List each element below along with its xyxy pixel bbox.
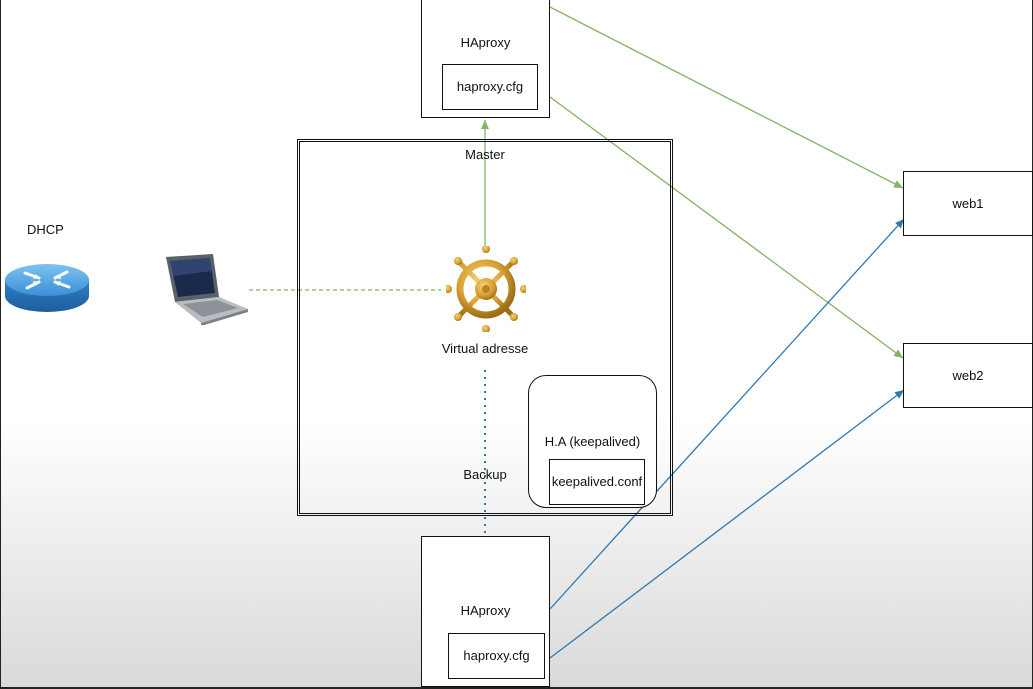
master-haproxy-config[interactable]: haproxy.cfg bbox=[442, 64, 538, 110]
master-label: Master bbox=[465, 147, 505, 162]
virtual-address-label: Virtual adresse bbox=[441, 341, 529, 356]
web1-label: web1 bbox=[952, 196, 984, 211]
master-to-web1-link bbox=[549, 6, 904, 189]
backup-haproxy-title: HAproxy bbox=[460, 603, 511, 618]
backup-haproxy-node[interactable]: HAproxy haproxy.cfg bbox=[421, 536, 550, 687]
master-haproxy-config-label: haproxy.cfg bbox=[456, 79, 524, 94]
web1-node[interactable]: web1 bbox=[903, 171, 1033, 236]
web2-node[interactable]: web2 bbox=[903, 343, 1033, 408]
dhcp-label: DHCP bbox=[27, 222, 64, 237]
web2-label: web2 bbox=[952, 368, 984, 383]
keepalived-title: H.A (keepalived) bbox=[544, 434, 641, 449]
keepalived-config[interactable]: keepalived.conf bbox=[549, 459, 645, 505]
backup-label: Backup bbox=[463, 467, 507, 482]
backup-haproxy-config[interactable]: haproxy.cfg bbox=[448, 633, 545, 679]
keepalived-node[interactable]: H.A (keepalived) keepalived.conf bbox=[528, 375, 657, 508]
laptop-icon bbox=[166, 254, 248, 325]
master-haproxy-title: HAproxy bbox=[460, 35, 511, 50]
ship-wheel-icon bbox=[446, 246, 526, 332]
keepalived-cluster-frame bbox=[297, 139, 673, 516]
keepalived-config-label: keepalived.conf bbox=[551, 474, 643, 489]
router-icon bbox=[5, 264, 89, 312]
backup-haproxy-config-label: haproxy.cfg bbox=[463, 648, 530, 663]
master-haproxy-node[interactable]: HAproxy haproxy.cfg bbox=[421, 0, 550, 118]
backup-to-web1-link bbox=[549, 218, 905, 610]
backup-to-web2-link bbox=[549, 389, 905, 659]
